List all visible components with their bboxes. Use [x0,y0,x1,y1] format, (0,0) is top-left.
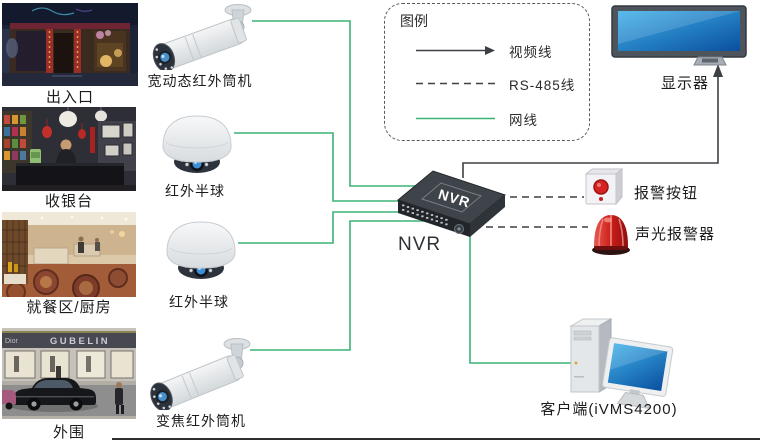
net-cable-bullet2-to-nvr [250,220,446,351]
nvr-label: NVR [398,234,442,255]
monitor-icon [611,5,747,66]
bottom-edge-line [112,438,760,440]
storefront-sign-text: GUBELIN [50,336,110,347]
siren-label: 声光报警器 [635,226,716,243]
legend-box: 图例 视频线 RS-485线 网线 [384,3,590,141]
photo-dining-kitchen [2,212,136,297]
camera-label-dome-2: 红外半球 [169,294,229,310]
video-line-arrowhead [713,64,723,77]
strobe-siren-icon [592,215,630,255]
client-pc-label: 客户端(iVMS4200) [540,401,678,418]
alarm-button-label: 报警按钮 [634,185,699,202]
net-cable-nvr-to-client [469,226,572,364]
bullet-camera-2-icon [150,338,251,410]
dome-camera-2-icon [166,221,236,279]
legend-label-net-cable: 网线 [509,113,538,128]
storefront-sign-text-2: Dior [5,338,19,345]
rs485-line-sample [416,82,495,85]
camera-label-zoom-bullet: 变焦红外筒机 [156,413,246,429]
bullet-camera-1-icon [152,4,252,70]
client-pc-icon [569,318,674,410]
dome-camera-1-icon [162,115,232,173]
net-cable-dome1-to-nvr [234,132,428,202]
legend-label-rs485-line: RS-485线 [509,78,576,93]
photo-label-dining-kitchen: 就餐区/厨房 [26,299,112,316]
photo-cashier [2,107,136,191]
legend-title: 图例 [400,13,428,29]
net-cable-dome2-to-nvr [238,211,428,244]
photo-perimeter: GUBELIN Dior [2,328,136,419]
camera-label-dome-1: 红外半球 [165,183,225,199]
photo-label-entrance: 出入口 [45,89,94,106]
net-cable-sample [416,117,495,120]
alarm-button-icon [584,167,624,206]
video-line-nvr-to-monitor [462,76,719,178]
video-line-sample [416,46,495,55]
camera-label-wdr-bullet: 宽动态红外筒机 [147,73,253,89]
nvr-device-icon: NVR [396,170,507,237]
net-cable-bullet1-to-nvr [252,20,436,187]
photo-entrance [2,3,138,86]
photo-label-cashier: 收银台 [44,193,93,210]
photo-label-perimeter: 外围 [52,424,85,441]
legend-label-video-line: 视频线 [509,45,553,60]
monitor-label: 显示器 [660,75,709,92]
